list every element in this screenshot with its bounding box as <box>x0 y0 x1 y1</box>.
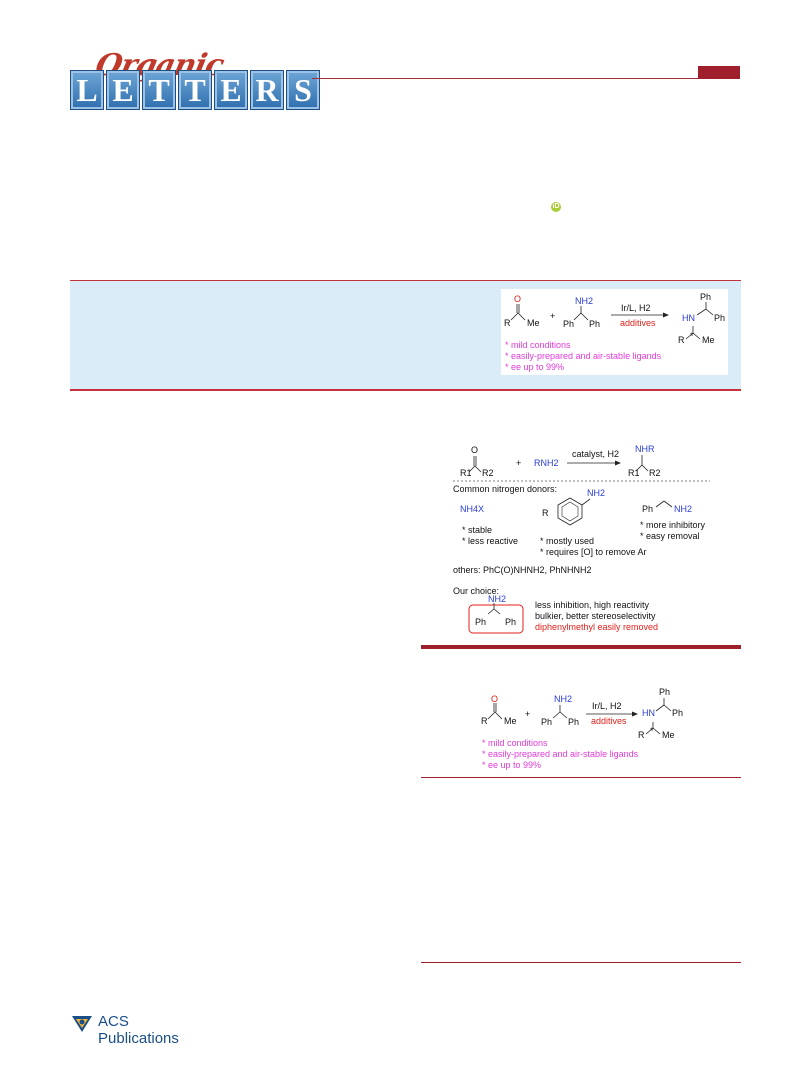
ketone-oxygen: O <box>514 294 522 304</box>
scheme-plus: + <box>525 709 531 719</box>
conditions-top: Ir/L, H2 <box>621 303 651 313</box>
scheme-ph-right: Ph <box>568 717 580 727</box>
nh4x-note: * less reactive <box>462 536 519 546</box>
scheme-graphic: O R Me + NH2 Ph Ph Ir/L, H2 additives Ph… <box>478 687 708 774</box>
aniline-nh2: NH2 <box>587 488 606 498</box>
eq-nhr: NHR <box>635 444 655 454</box>
scheme-feature: * easily-prepared and air-stable ligands <box>482 749 639 759</box>
amine-nh2: NH2 <box>575 296 594 306</box>
logo-tile: T <box>142 70 176 110</box>
choice-nh2: NH2 <box>488 594 507 604</box>
plus-sign: + <box>550 311 556 321</box>
amine-ph-right: Ph <box>589 319 601 329</box>
scheme-stereocenter: * <box>650 726 654 736</box>
eq-rnh2: RNH2 <box>534 458 559 468</box>
aniline-note: * mostly used <box>540 536 595 546</box>
scheme-ph-left: Ph <box>541 717 553 727</box>
feature-item: * ee up to 99% <box>505 362 565 372</box>
journal-logo: Organic L E T T E R S <box>70 48 320 110</box>
choice-title: Our choice: <box>453 586 500 596</box>
orcid-icon[interactable]: iD <box>551 202 561 212</box>
product-ph-right: Ph <box>714 313 726 323</box>
acs-publications-logo: ACS Publications <box>70 1010 210 1047</box>
logo-tile: T <box>178 70 212 110</box>
product-hn: HN <box>682 313 695 323</box>
scheme-prod-ph-top: Ph <box>659 687 671 697</box>
logo-tile: E <box>214 70 248 110</box>
scheme-prod-me: Me <box>662 730 675 740</box>
choice-note-red: diphenylmethyl easily removed <box>535 622 659 632</box>
nh4x-note: * stable <box>462 525 493 535</box>
logo-tile: L <box>70 70 104 110</box>
scheme-oxygen: O <box>491 694 499 704</box>
column-rule <box>421 962 741 963</box>
scheme-feature: * mild conditions <box>482 738 548 748</box>
stereocenter-mark: * <box>690 331 694 341</box>
benzyl-nh2: NH2 <box>674 504 693 514</box>
acs-emblem-icon <box>72 1016 92 1032</box>
scheme-svg <box>487 698 672 735</box>
scheme-conditions-top: Ir/L, H2 <box>592 701 622 711</box>
choice-ph-right: Ph <box>505 617 517 627</box>
masthead-rule <box>312 78 740 79</box>
benzyl-note: * easy removal <box>640 531 700 541</box>
eq-prod-r1: R1 <box>628 468 640 478</box>
ketone-me-label: Me <box>527 318 540 328</box>
scheme-me: Me <box>504 716 517 726</box>
scheme-bottom-rule <box>421 777 741 778</box>
eq-r1: R1 <box>460 468 472 478</box>
product-ph-top: Ph <box>700 292 712 302</box>
conditions-bottom: additives <box>620 318 656 328</box>
figure-bottom-rule <box>421 645 741 649</box>
figure-lines-svg <box>453 455 710 634</box>
figure-nitrogen-donors: O R1 R2 + RNH2 catalyst, H2 NHR R1 R2 Co… <box>448 443 718 643</box>
eq-oxygen: O <box>471 445 479 455</box>
scheme-nh2: NH2 <box>554 694 573 704</box>
benzyl-ph: Ph <box>642 504 654 514</box>
eq-conditions: catalyst, H2 <box>572 449 620 459</box>
aniline-note: * requires [O] to remove Ar <box>540 547 647 557</box>
product-me: Me <box>702 335 715 345</box>
amine-ph-left: Ph <box>563 319 575 329</box>
scheme-r: R <box>481 716 488 726</box>
benzyl-note: * more inhibitory <box>640 520 706 530</box>
toc-graphic: O R Me + NH2 Ph Ph Ir/L, H2 additives Ph… <box>501 289 728 375</box>
scheme-prod-hn: HN <box>642 708 655 718</box>
feature-item: * mild conditions <box>505 340 571 350</box>
nh4x-label: NH4X <box>460 504 485 514</box>
section-rule <box>70 390 741 391</box>
eq-plus: + <box>516 458 522 468</box>
logo-tile: S <box>286 70 320 110</box>
choice-note: less inhibition, high reactivity <box>535 600 650 610</box>
choice-ph-left: Ph <box>475 617 487 627</box>
eq-prod-r2: R2 <box>649 468 661 478</box>
feature-item: * easily-prepared and air-stable ligands <box>505 351 662 361</box>
ketone-r-label: R <box>504 318 511 328</box>
others-line: others: PhC(O)NHNH2, PhNHNH2 <box>453 565 592 575</box>
scheme-conditions-bottom: additives <box>591 716 627 726</box>
choice-note: bulkier, better stereoselectivity <box>535 611 656 621</box>
logo-tile: R <box>250 70 284 110</box>
donors-title: Common nitrogen donors: <box>453 484 558 494</box>
scheme-feature: * ee up to 99% <box>482 760 542 770</box>
eq-r2: R2 <box>482 468 494 478</box>
aniline-r: R <box>542 508 549 518</box>
toc-scheme-svg <box>510 302 714 340</box>
scheme-prod-ph-right: Ph <box>672 708 684 718</box>
logo-tiles: L E T T E R S <box>70 70 320 110</box>
masthead-tab <box>698 66 740 79</box>
acs-publications-text: ACS Publications <box>98 1013 179 1047</box>
scheme-prod-r: R <box>638 730 645 740</box>
logo-tile: E <box>106 70 140 110</box>
product-r: R <box>678 335 685 345</box>
